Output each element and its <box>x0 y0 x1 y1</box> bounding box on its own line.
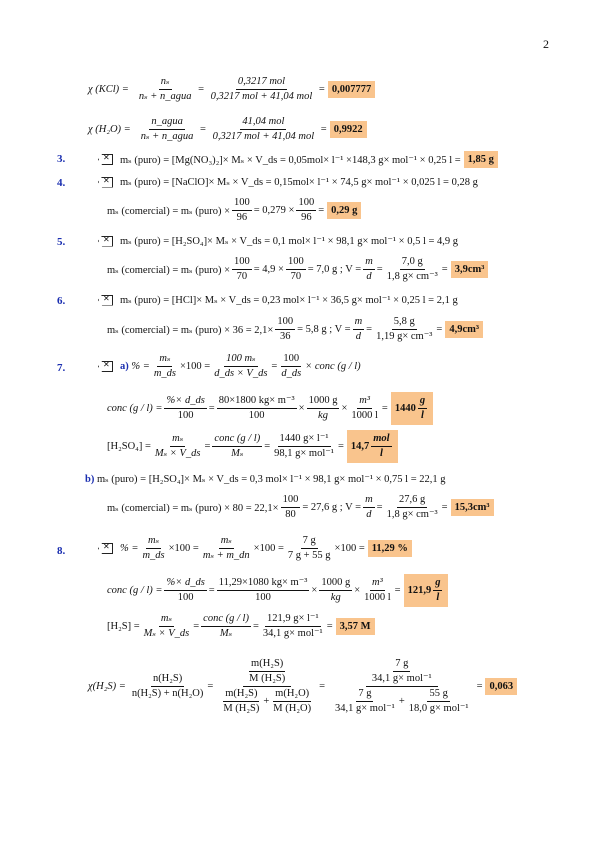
equation-7d: b) mₛ (puro) = [H₂SO₄]× Mₛ × V_ds = 0,3 … <box>85 473 446 486</box>
backspace-icon <box>98 361 113 372</box>
equation-7a: a) % = mₛm_ds ×100 = 100 mₛd_ds × V_ds =… <box>88 353 361 380</box>
result-7b: 15,3cm³ <box>450 499 494 516</box>
backspace-icon <box>98 543 113 554</box>
result-6: 4,9cm³ <box>445 321 484 338</box>
problem-number-3: 3. <box>57 153 66 165</box>
result-chi-h2o: 0,9922 <box>329 121 367 138</box>
backspace-icon <box>98 176 113 188</box>
result-8-molarity: 3,57 M <box>335 618 375 635</box>
result-chi-kcl: 0,007777 <box>327 81 376 98</box>
problem-number-4: 4. <box>57 177 66 189</box>
backspace-icon <box>98 154 113 165</box>
result-8-chi: 0,063 <box>485 678 518 695</box>
problem-number-6: 6. <box>57 295 66 307</box>
result-3: 1,85 g <box>463 151 498 168</box>
equation-6b: mₛ (comercial) = mₛ (puro) × 36 = 2,1× 1… <box>107 316 484 343</box>
result-8-percent: 11,29 % <box>367 540 412 557</box>
equation-5: mₛ (puro) = [H₂SO₄]× Mₛ × V_ds = 0,1 mol… <box>88 235 458 247</box>
backspace-icon <box>98 235 113 247</box>
equation-3: mₛ (puro) = [Mg(NO₃)₂]× Mₛ × V_ds = 0,05… <box>88 151 498 168</box>
equation-6: mₛ (puro) = [HCl]× Mₛ × V_ds = 0,23 mol×… <box>88 294 458 306</box>
result-4: 0,29 g <box>327 202 362 219</box>
page-number: 2 <box>543 37 549 51</box>
equation-7e: mₛ (comercial) = mₛ (puro) × 80 = 22,1× … <box>107 494 494 521</box>
problem-number-8: 8. <box>57 545 66 557</box>
backspace-icon <box>98 294 113 306</box>
equation-8d: χ(H₂S) = n(H₂S)n(H₂S) + n(H₂O) = m(H₂S)M… <box>88 658 518 715</box>
equation-4: mₛ (puro) = [NaClO]× Mₛ × V_ds = 0,15mol… <box>88 176 478 188</box>
problem-number-7: 7. <box>57 362 66 374</box>
result-5: 3,9cm³ <box>450 261 489 278</box>
problem-number-5: 5. <box>57 236 66 248</box>
